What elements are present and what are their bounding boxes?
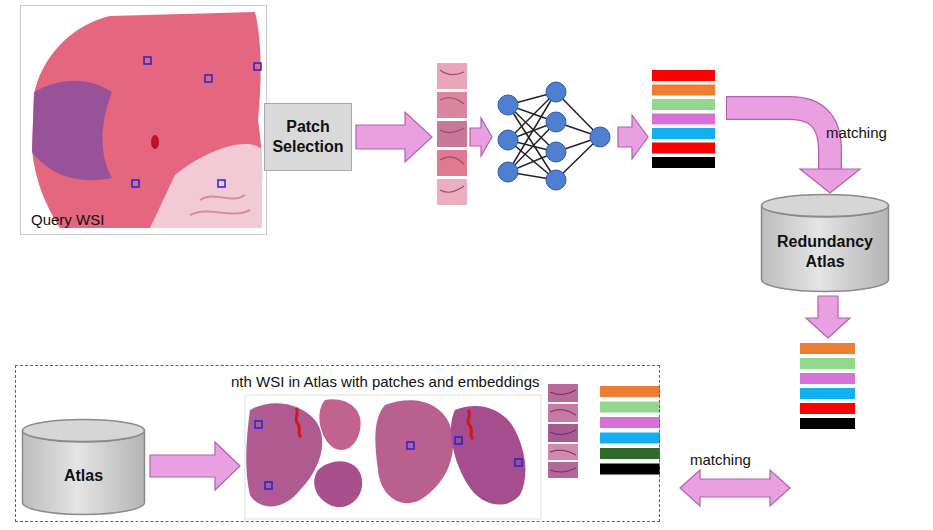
patch-tile — [437, 92, 467, 118]
tissue-region — [32, 81, 112, 180]
process-box: Patch Selection — [264, 103, 352, 171]
neural-network-icon — [498, 82, 610, 190]
tissue-fragment — [451, 406, 526, 505]
database-cylinder: Redundancy Atlas — [760, 193, 890, 293]
tissue-region — [150, 144, 262, 228]
patch-marker — [455, 437, 462, 444]
curved-arrow-outline — [726, 108, 830, 170]
patch-strip — [437, 63, 467, 205]
patch-strip — [548, 384, 578, 478]
patch-marker — [144, 57, 151, 64]
patch-tile — [437, 63, 467, 89]
block-arrow — [356, 112, 432, 162]
wsi-frame — [245, 395, 541, 519]
blood-streak — [468, 410, 473, 439]
blood-streak — [296, 408, 301, 437]
embedding-bars — [600, 386, 660, 475]
patch-marker — [407, 442, 414, 449]
block-arrow — [618, 115, 648, 159]
curved-arrow — [726, 108, 860, 193]
tissue-fragment — [246, 403, 322, 506]
patch-marker — [515, 459, 522, 466]
edge-label: matching — [690, 451, 751, 468]
arrow-group — [150, 112, 850, 506]
tissue-fiber — [190, 195, 250, 215]
tissue-fragment — [375, 400, 453, 503]
tissue-fragment — [314, 461, 362, 507]
block-arrow — [150, 442, 240, 490]
tissue-region — [32, 12, 262, 228]
curved-arrow-body — [727, 108, 830, 171]
patch-tile — [437, 121, 467, 147]
nn-neurons — [498, 82, 610, 190]
image-label: Query WSI — [31, 211, 104, 228]
node-label: Atlas — [58, 466, 109, 486]
nn-links — [508, 92, 600, 180]
edge-label: matching — [826, 124, 887, 141]
embedding-bars — [652, 70, 715, 168]
patch-marker — [254, 63, 261, 70]
query-wsi-tissue — [32, 12, 262, 228]
node-label: Redundancy Atlas — [760, 232, 890, 272]
patch-marker — [205, 75, 212, 82]
block-arrow — [806, 296, 850, 338]
patch-marker — [265, 482, 272, 489]
patch-marker — [255, 421, 262, 428]
tissue-fragment — [319, 399, 360, 450]
blood-spot — [151, 135, 159, 149]
double-block-arrow — [680, 470, 790, 506]
group-title: nth WSI in Atlas with patches and embedd… — [231, 373, 540, 390]
patch-texture — [440, 70, 464, 192]
node-label: Patch Selection — [265, 117, 351, 157]
database-cylinder: Atlas — [21, 418, 146, 516]
block-arrow — [470, 118, 492, 156]
query-wsi: Query WSI — [20, 5, 267, 235]
patch-marker — [218, 180, 225, 187]
group-box: nth WSI in Atlas with patches and embedd… — [15, 365, 660, 522]
arrow-head — [800, 169, 860, 193]
embedding-bars — [800, 343, 855, 429]
atlas-wsi-tissue — [245, 395, 541, 519]
patch-marker — [132, 180, 139, 187]
